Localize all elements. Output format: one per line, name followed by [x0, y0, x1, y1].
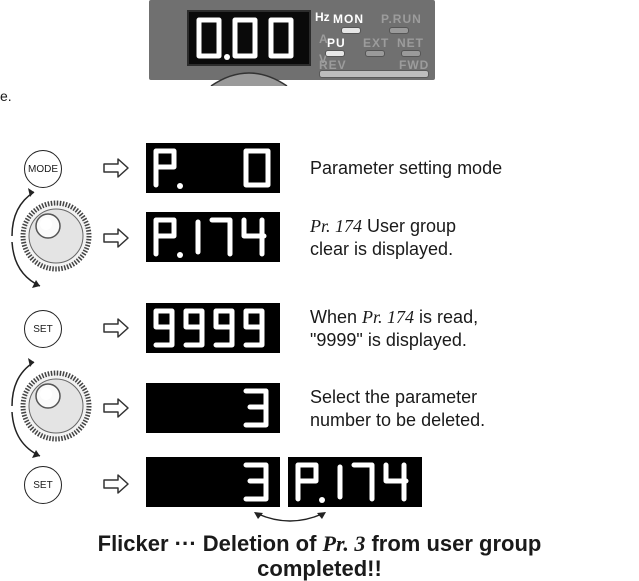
unit-hz: Hz	[315, 10, 330, 24]
arrow-icon	[103, 474, 129, 494]
display-digits	[153, 217, 267, 258]
led-net	[401, 50, 421, 57]
rev-fwd-bar	[319, 70, 429, 78]
led-ext	[365, 50, 385, 57]
arrow-icon	[103, 228, 129, 248]
display-step-4	[146, 383, 280, 433]
panel-display-digits	[196, 17, 294, 60]
label-rev: REV	[319, 58, 347, 72]
display-digits	[243, 462, 269, 502]
arrow-icon	[103, 318, 129, 338]
label-mon: MON	[333, 12, 364, 26]
display-step-2	[146, 212, 280, 262]
label-fwd: FWD	[399, 58, 430, 72]
display-digits	[243, 388, 269, 428]
label-prun: P.RUN	[381, 12, 422, 26]
unit-v: V	[319, 52, 328, 66]
set-button[interactable]: SET	[24, 466, 62, 504]
label-ext: EXT	[363, 36, 390, 50]
panel-dial-edge	[210, 72, 288, 86]
step-4-text: Select the parameter number to be delete…	[310, 387, 486, 430]
display-digits	[295, 462, 409, 503]
operation-panel: Hz A V MON P.RUN PU EXT NET REV FWD	[149, 0, 435, 86]
step-3-text: When Pr. 174 is read, "9999" is displaye…	[310, 307, 479, 350]
set-button[interactable]: SET	[24, 310, 62, 348]
step-2-text: Pr. 174 User group clear is displayed.	[310, 216, 457, 259]
result-caption: Flicker ··· Deletion of Pr. 3 from user …	[97, 531, 542, 581]
led-prun	[389, 27, 409, 34]
flicker-arrow-icon	[254, 512, 326, 522]
display-digits	[153, 148, 271, 189]
label-pu: PU	[327, 36, 346, 50]
display-step-5-value	[146, 457, 280, 507]
setting-dial[interactable]	[4, 182, 100, 292]
step-1-text: Parameter setting mode	[310, 158, 503, 178]
label-net: NET	[397, 36, 424, 50]
display-step-1	[146, 143, 280, 193]
arrow-icon	[103, 158, 129, 178]
cut-off-text: e.	[0, 88, 12, 104]
unit-a: A	[319, 32, 328, 46]
led-pu	[325, 50, 345, 57]
display-step-3	[146, 303, 280, 353]
arrow-icon	[103, 398, 129, 418]
display-digits	[153, 308, 265, 348]
setting-dial[interactable]	[4, 352, 100, 462]
mode-button[interactable]: MODE	[24, 150, 62, 188]
display-step-5-parameter	[288, 457, 422, 507]
panel-display	[187, 10, 311, 66]
led-mon	[341, 27, 361, 34]
